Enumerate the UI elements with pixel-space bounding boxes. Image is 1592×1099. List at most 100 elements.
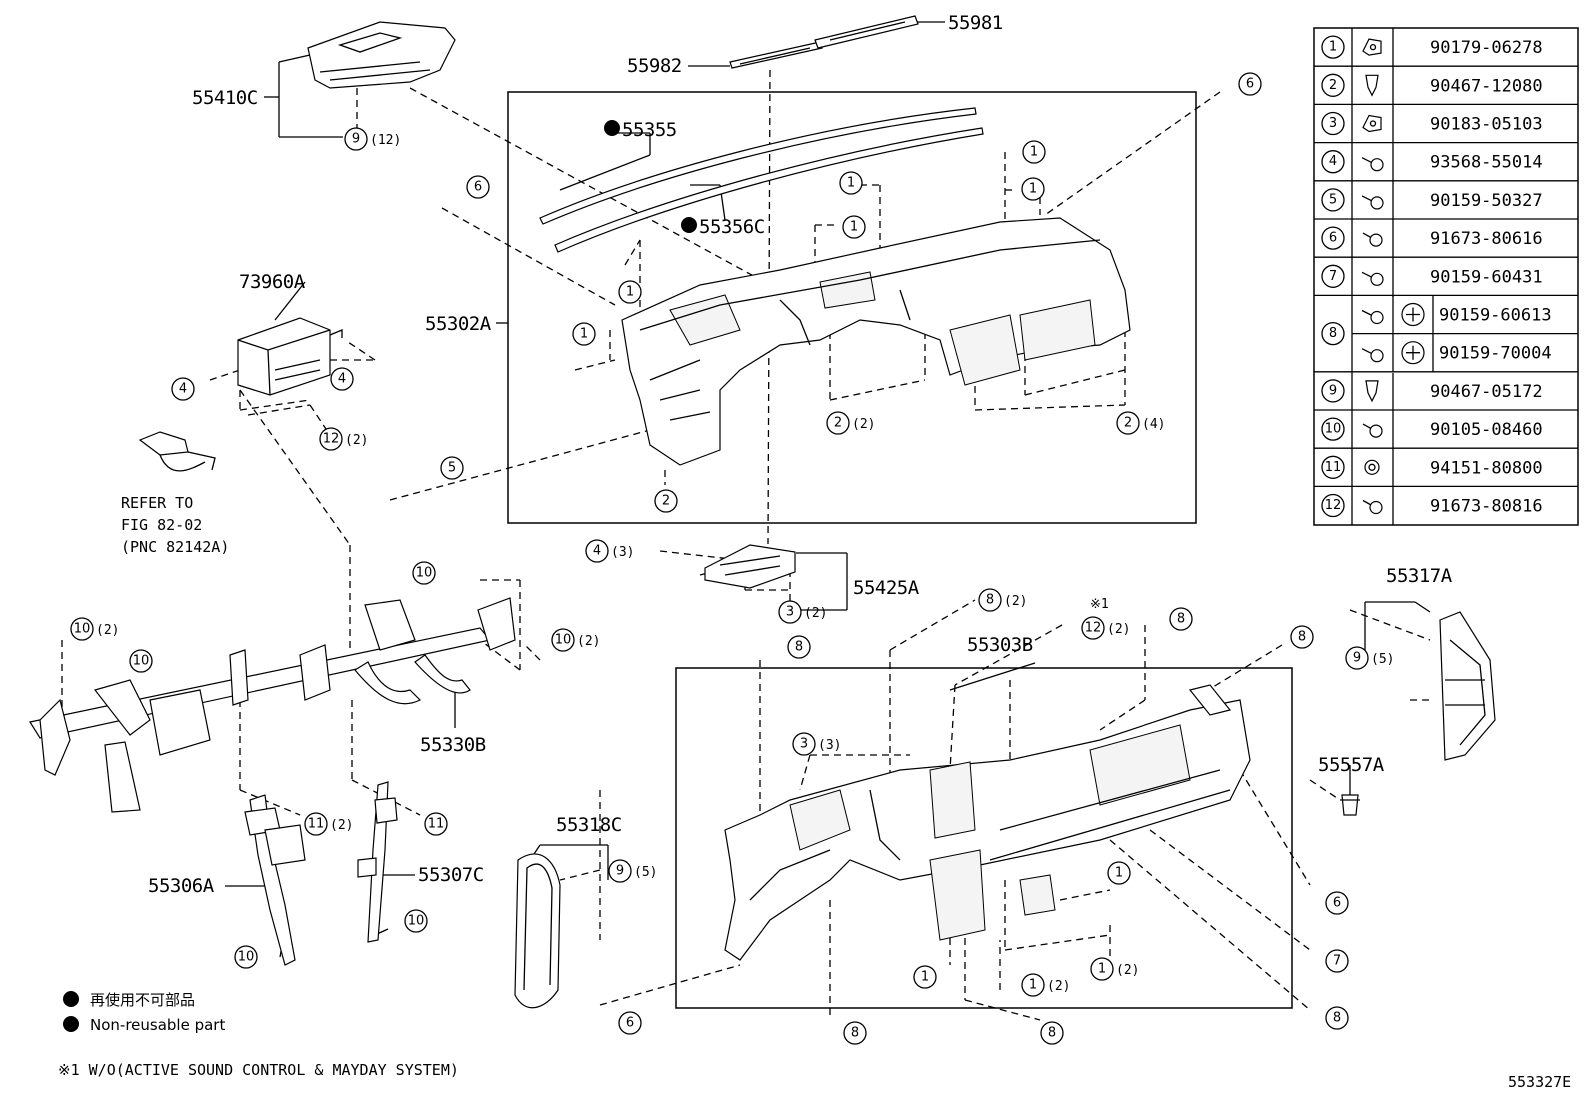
fastener-index-circle: [1321, 417, 1345, 441]
svg-text:(2): (2): [1107, 622, 1130, 637]
svg-text:8: 8: [1333, 1011, 1341, 1026]
fastener-index: 4: [1329, 154, 1337, 169]
defroster-strips: [729, 15, 919, 69]
label-55318c: 55318C: [556, 814, 622, 836]
fastener-part-number: 90105-08460: [1430, 420, 1543, 440]
fastener-index: 10: [1325, 422, 1342, 437]
callout-1: [1022, 140, 1046, 164]
callout-2: [654, 489, 678, 513]
wire-harness: [138, 431, 216, 472]
weatherstrips: [539, 107, 984, 253]
callout-10: [70, 617, 94, 641]
fastener-index: 9: [1329, 383, 1337, 398]
svg-text:5: 5: [448, 461, 456, 476]
svg-text:10: 10: [555, 633, 572, 648]
svg-text:9: 9: [1353, 651, 1361, 666]
fastener-part-number: 93568-55014: [1430, 153, 1543, 173]
callout-6: [1238, 72, 1262, 96]
callout-9: [608, 859, 632, 883]
screw-icon: [1361, 157, 1384, 172]
fastener-part-number: 90159-70004: [1439, 344, 1552, 364]
svg-text:4: 4: [338, 372, 346, 387]
callout-4: [171, 377, 195, 401]
svg-text:1: 1: [1115, 866, 1123, 881]
phillips-head-icon: [1401, 341, 1425, 365]
svg-text:2: 2: [834, 416, 842, 431]
svg-text:(2): (2): [96, 623, 119, 638]
callout-8: [1040, 1021, 1064, 1045]
fastener-part-number: 94151-80800: [1430, 458, 1543, 478]
label-55307c: 55307C: [418, 864, 484, 886]
fastener-index: 6: [1329, 231, 1337, 246]
callout-1: [842, 215, 866, 239]
fastener-index-circle: [1321, 493, 1345, 518]
fastener-index-circle: [1321, 73, 1345, 97]
callout-1: [1021, 973, 1045, 997]
clip-55557a: [1340, 794, 1360, 816]
label-55303b: 55303B: [967, 634, 1033, 656]
callout-10: [129, 649, 153, 673]
svg-text:(4): (4): [1142, 417, 1165, 432]
label-55410c: 55410C: [192, 87, 258, 109]
svg-text:2: 2: [1124, 416, 1132, 431]
brace-55307c: [357, 781, 398, 943]
instrument-panel-frame: [507, 91, 1197, 524]
svg-text:(2): (2): [1116, 963, 1139, 978]
torx-head-icon: [1401, 302, 1425, 327]
fastener-part-number: 91673-80816: [1430, 497, 1543, 517]
callout-8: [1290, 625, 1314, 649]
callout-8: [1169, 607, 1193, 631]
svg-text:1: 1: [850, 220, 858, 235]
callout-11: [424, 812, 448, 836]
label-55356c: 55356C: [699, 216, 765, 238]
cover-55410c: [307, 21, 456, 89]
svg-text:11: 11: [308, 817, 325, 832]
fastener-row: 90159-70004: [1361, 333, 1552, 372]
svg-text:1: 1: [1029, 978, 1037, 993]
label-55425a: 55425A: [853, 577, 920, 599]
callout-10: [551, 628, 575, 652]
svg-text:1: 1: [1029, 182, 1037, 197]
fastener-row: 6 91673-80616: [1321, 226, 1543, 250]
callout-4: [585, 539, 609, 563]
legend: 再使用不可部品 Non-reusable part ※1 W/O(ACTIVE …: [58, 991, 1571, 1091]
fastener-index: 2: [1329, 78, 1337, 93]
clip-nut-icon: [1362, 38, 1382, 56]
label-55306a: 55306A: [148, 875, 215, 897]
non-reusable-mark: [604, 120, 620, 136]
svg-text:(5): (5): [1371, 652, 1394, 667]
svg-text:8: 8: [795, 640, 803, 655]
part-labels: 55981 55982 55410C 55355 55356C 55302A 7…: [121, 12, 1453, 897]
fastener-index: 5: [1329, 192, 1337, 207]
fastener-part-number: 91673-80616: [1430, 229, 1543, 249]
svg-text:8: 8: [986, 593, 994, 608]
svg-text:(2): (2): [1004, 594, 1027, 609]
callout-2: [826, 411, 850, 435]
svg-text:9: 9: [352, 132, 360, 147]
nut-icon: [1364, 459, 1380, 475]
callout-1: [572, 322, 596, 346]
fastener-index: 3: [1329, 116, 1337, 131]
svg-text:8: 8: [1177, 612, 1185, 627]
clip-nut-icon: [1362, 114, 1382, 133]
label-73960a: 73960A: [239, 271, 306, 293]
fastener-part-number: 90159-60613: [1439, 306, 1552, 326]
callout-3: [778, 600, 802, 624]
svg-text:3: 3: [800, 737, 808, 752]
fastener-row: 4 93568-55014: [1321, 150, 1543, 174]
non-reusable-mark: [63, 1016, 79, 1032]
fastener-index-circle: [1321, 455, 1345, 479]
fastener-index: 7: [1329, 269, 1337, 284]
side-panel-55318c: [514, 853, 561, 1009]
callout-12: [319, 427, 343, 451]
svg-text:2: 2: [662, 494, 670, 509]
label-55982: 55982: [627, 55, 682, 77]
figure-id: 553327E: [1508, 1073, 1571, 1091]
svg-text:(2): (2): [852, 417, 875, 432]
